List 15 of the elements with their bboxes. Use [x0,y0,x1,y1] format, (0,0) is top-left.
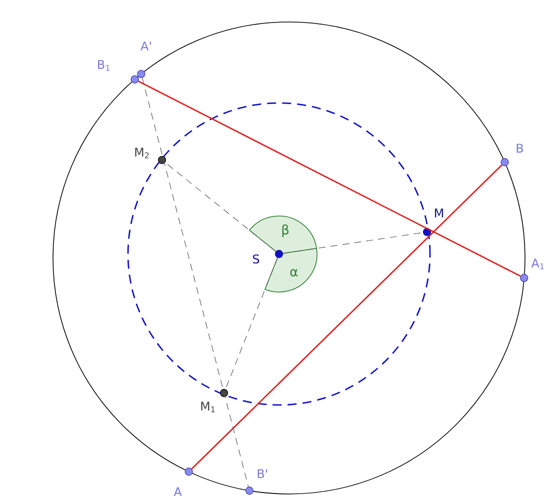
point-label: B [516,144,523,153]
point-label: B' [258,469,268,478]
point-label: M$_{2}$ [135,148,149,158]
point-label: B$_{1}$ [98,60,110,71]
point-label: A [174,487,182,496]
point-label: M$_{1}$ [201,402,215,412]
angle-label: α [290,269,298,276]
angle-label: β [282,224,289,238]
dashed-line [142,78,249,488]
segment [191,164,502,470]
segment [138,80,521,277]
point-label: A' [140,42,151,50]
point-label: A$_{1}$ [531,258,544,270]
point-label: S [252,254,260,264]
point-label: M [435,208,443,218]
